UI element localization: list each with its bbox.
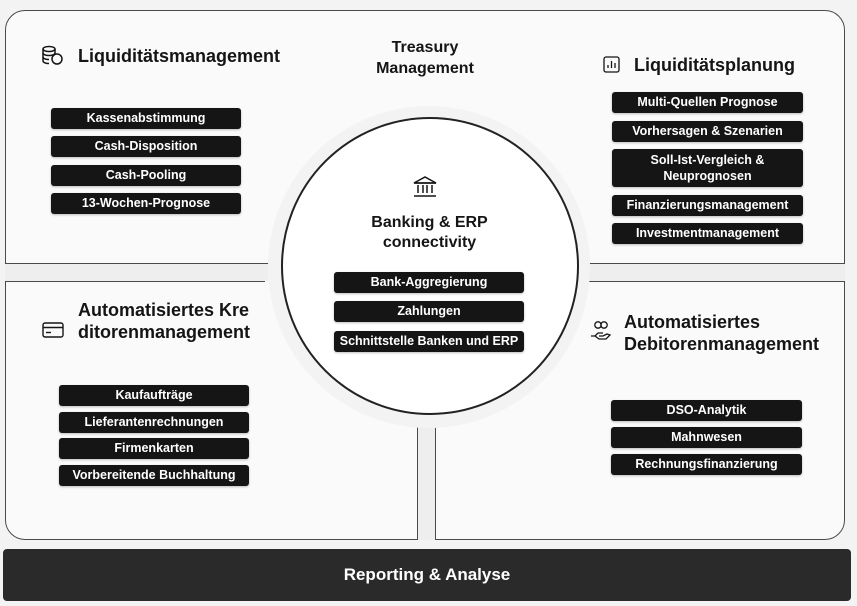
- pill-vorbereitende-buchhaltung: Vorbereitende Buchhaltung: [59, 465, 249, 486]
- center-circle: [281, 117, 579, 415]
- pill-kaufauftraege: Kaufaufträge: [59, 385, 249, 406]
- top-right-title: Liquiditätsplanung: [634, 55, 795, 75]
- pill-zahlungen: Zahlungen: [334, 301, 524, 322]
- diagram-title: Treasury Management: [376, 39, 474, 77]
- bank-icon: [412, 175, 438, 204]
- coins-stack-icon: [40, 44, 64, 71]
- quad-bottom-right-edge: [435, 420, 436, 540]
- quad-top-right: [585, 10, 845, 264]
- pill-finanzierungsmanagement: Finanzierungsmanagement: [612, 195, 803, 216]
- credit-card-icon: [42, 322, 64, 343]
- pill-soll-ist-vergleich: Soll-Ist-Vergleich & Neuprognosen: [612, 149, 803, 187]
- quad-bottom-left: [5, 281, 265, 541]
- divider-vertical: [417, 420, 435, 540]
- top-left-title: Liquiditätsmanagement: [78, 46, 281, 66]
- bottom-left-title: Automatisiertes Kreditorenmanagement: [78, 300, 251, 342]
- bottom-right-title: Automatisiertes Debitorenmanagement: [624, 312, 820, 354]
- pill-vorhersagen-szenarien: Vorhersagen & Szenarien: [612, 121, 803, 142]
- pill-kassenabstimmung: Kassenabstimmung: [51, 108, 241, 129]
- pill-cash-pooling: Cash-Pooling: [51, 165, 241, 186]
- quad-bottom-right: [585, 281, 845, 541]
- reporting-analyse-bar: Reporting & Analyse: [3, 549, 851, 601]
- quad-top-left: [5, 10, 280, 264]
- pill-lieferantenrechnungen: Lieferantenrechnungen: [59, 412, 249, 433]
- pill-mahnwesen: Mahnwesen: [611, 427, 802, 448]
- pill-bank-aggregierung: Bank-Aggregierung: [334, 272, 524, 293]
- center-title: Banking & ERP connectivity: [371, 214, 488, 251]
- pill-schnittstelle-banken-erp: Schnittstelle Banken und ERP: [334, 331, 524, 352]
- pill-dso-analytik: DSO-Analytik: [611, 400, 802, 421]
- pill-rechnungsfinanzierung: Rechnungsfinanzierung: [611, 454, 802, 475]
- bar-chart-icon: [603, 56, 620, 78]
- pill-multi-quellen-prognose: Multi-Quellen Prognose: [612, 92, 803, 113]
- pill-cash-disposition: Cash-Disposition: [51, 136, 241, 157]
- pill-investmentmanagement: Investmentmanagement: [612, 223, 803, 244]
- pill-13-wochen-prognose: 13-Wochen-Prognose: [51, 193, 241, 214]
- hand-coins-icon: [589, 319, 613, 348]
- quad-bottom-left-edge: [417, 420, 418, 540]
- pill-firmenkarten: Firmenkarten: [59, 438, 249, 459]
